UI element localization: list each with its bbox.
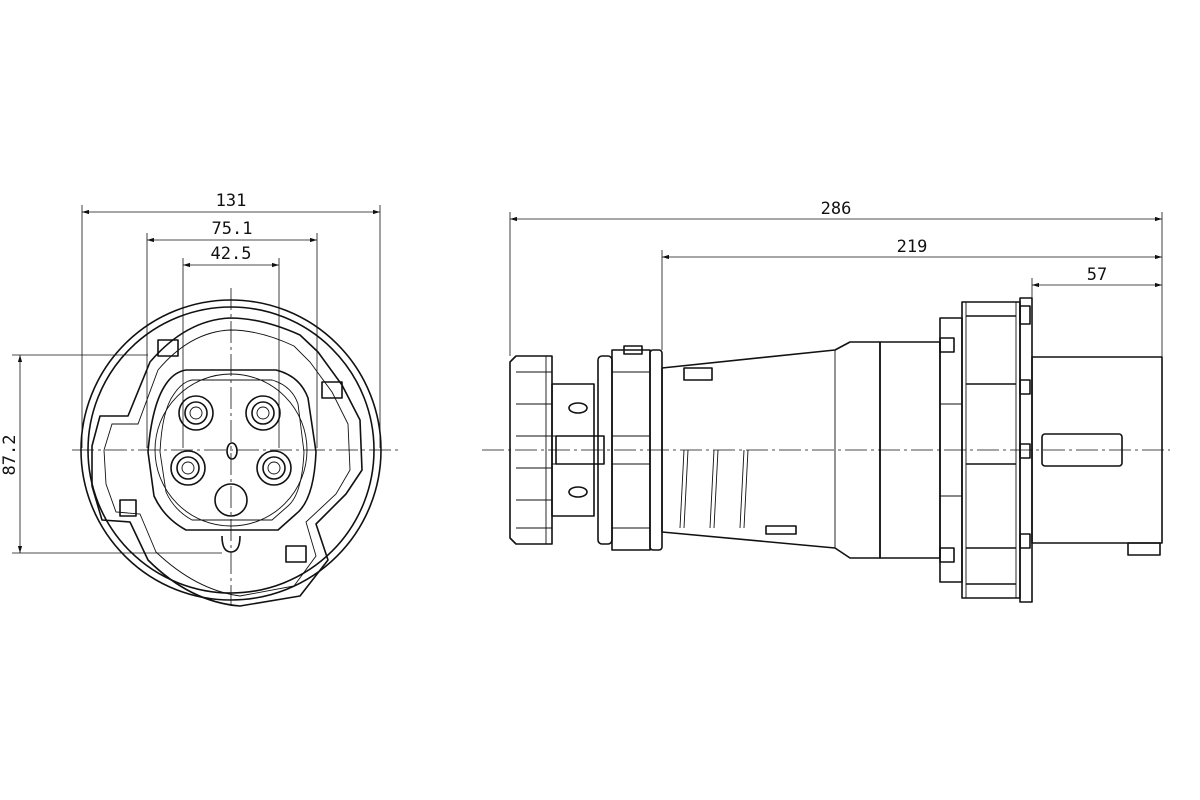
socket-head: [1031, 356, 1163, 556]
cable-gland-nut: [509, 355, 553, 545]
collar-tab-bottom-left: [119, 499, 137, 517]
dim-side-total-length-label: 286: [821, 199, 852, 219]
pin-top-left: [178, 395, 214, 431]
collar-tab-top-left: [157, 339, 179, 357]
dim-front-inner: 75.1: [146, 219, 318, 448]
bayonet-collar-inner: [103, 329, 351, 597]
gland-neck: [551, 383, 605, 517]
earth-pin: [214, 483, 248, 517]
dim-front-width-label: 131: [216, 191, 247, 211]
socket-reference-circle: [154, 373, 308, 527]
dim-front-pin-span: 42.5: [182, 244, 280, 448]
dim-front-inner-label: 75.1: [212, 219, 253, 239]
pin-bottom-right: [256, 450, 292, 486]
outer-ring: [80, 299, 382, 601]
dim-side-head-length: 57: [1031, 265, 1162, 298]
key-notch: [221, 535, 241, 553]
socket-body: [147, 369, 317, 531]
side-view: 286 219 57: [482, 199, 1170, 603]
pilot-pin: [226, 442, 238, 460]
bayonet-collar: [91, 317, 363, 607]
dim-front-height-label: 87.2: [0, 435, 20, 476]
pin-bottom-left: [170, 450, 206, 486]
dim-side-head-length-label: 57: [1087, 265, 1107, 285]
collar-tab-right: [321, 381, 343, 399]
pin-top-right: [245, 395, 281, 431]
dim-front-height: 87.2: [0, 354, 222, 554]
outer-ring-inner: [87, 306, 375, 594]
front-view: 131 75.1 42.5 87.2: [0, 191, 398, 607]
dim-side-total-length: 286: [509, 199, 1163, 357]
dim-side-body-length-label: 219: [897, 237, 928, 257]
collar-tab-bottom-right: [285, 545, 307, 563]
clamp-ring: [597, 345, 663, 551]
dim-side-body-length: 219: [661, 237, 1162, 350]
dim-front-pin-span-label: 42.5: [211, 244, 252, 264]
dim-front-width: 131: [81, 191, 381, 448]
socket-body-inner: [159, 379, 305, 521]
